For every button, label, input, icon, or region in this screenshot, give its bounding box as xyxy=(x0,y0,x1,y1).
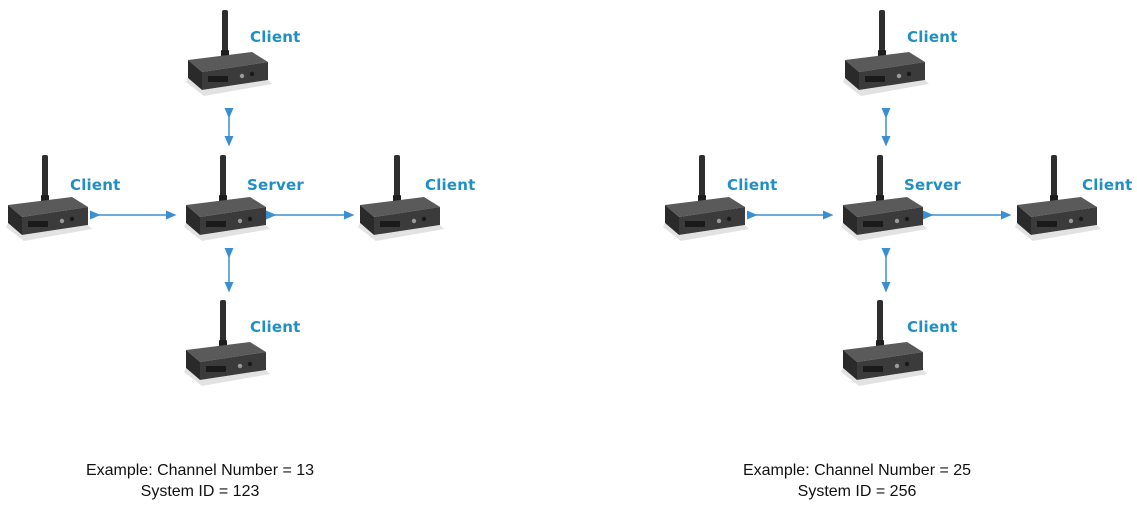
network-diagram-right: Client Client Server Client Client xyxy=(657,0,1137,400)
label-top-client: Client xyxy=(907,28,958,46)
device-right-icon xyxy=(358,155,444,241)
caption-channel-line: Example: Channel Number = 13 xyxy=(85,462,315,479)
label-bottom-client: Client xyxy=(907,318,958,336)
device-top-icon xyxy=(843,10,929,96)
device-center-icon xyxy=(841,155,927,241)
label-server: Server xyxy=(247,176,304,194)
label-server: Server xyxy=(904,176,961,194)
label-top-client: Client xyxy=(250,28,301,46)
device-left-icon xyxy=(6,155,92,241)
network-diagram-left: Client Client Server Client Client xyxy=(0,0,490,400)
label-left-client: Client xyxy=(70,176,121,194)
topology-graphic xyxy=(663,10,1101,386)
caption-system-id-line: System ID = 256 xyxy=(797,483,917,500)
label-left-client: Client xyxy=(727,176,778,194)
label-right-client: Client xyxy=(425,176,476,194)
topology-graphic xyxy=(6,10,444,386)
label-bottom-client: Client xyxy=(250,318,301,336)
caption-right: Example: Channel Number = 25 System ID =… xyxy=(657,460,1057,502)
caption-left: Example: Channel Number = 13 System ID =… xyxy=(0,460,400,502)
caption-system-id-line: System ID = 123 xyxy=(140,483,260,500)
device-center-icon xyxy=(184,155,270,241)
label-right-client: Client xyxy=(1082,176,1133,194)
device-right-icon xyxy=(1015,155,1101,241)
device-bottom-icon xyxy=(841,300,927,386)
device-top-icon xyxy=(186,10,272,96)
device-bottom-icon xyxy=(184,300,270,386)
caption-channel-line: Example: Channel Number = 25 xyxy=(742,462,972,479)
device-left-icon xyxy=(663,155,749,241)
